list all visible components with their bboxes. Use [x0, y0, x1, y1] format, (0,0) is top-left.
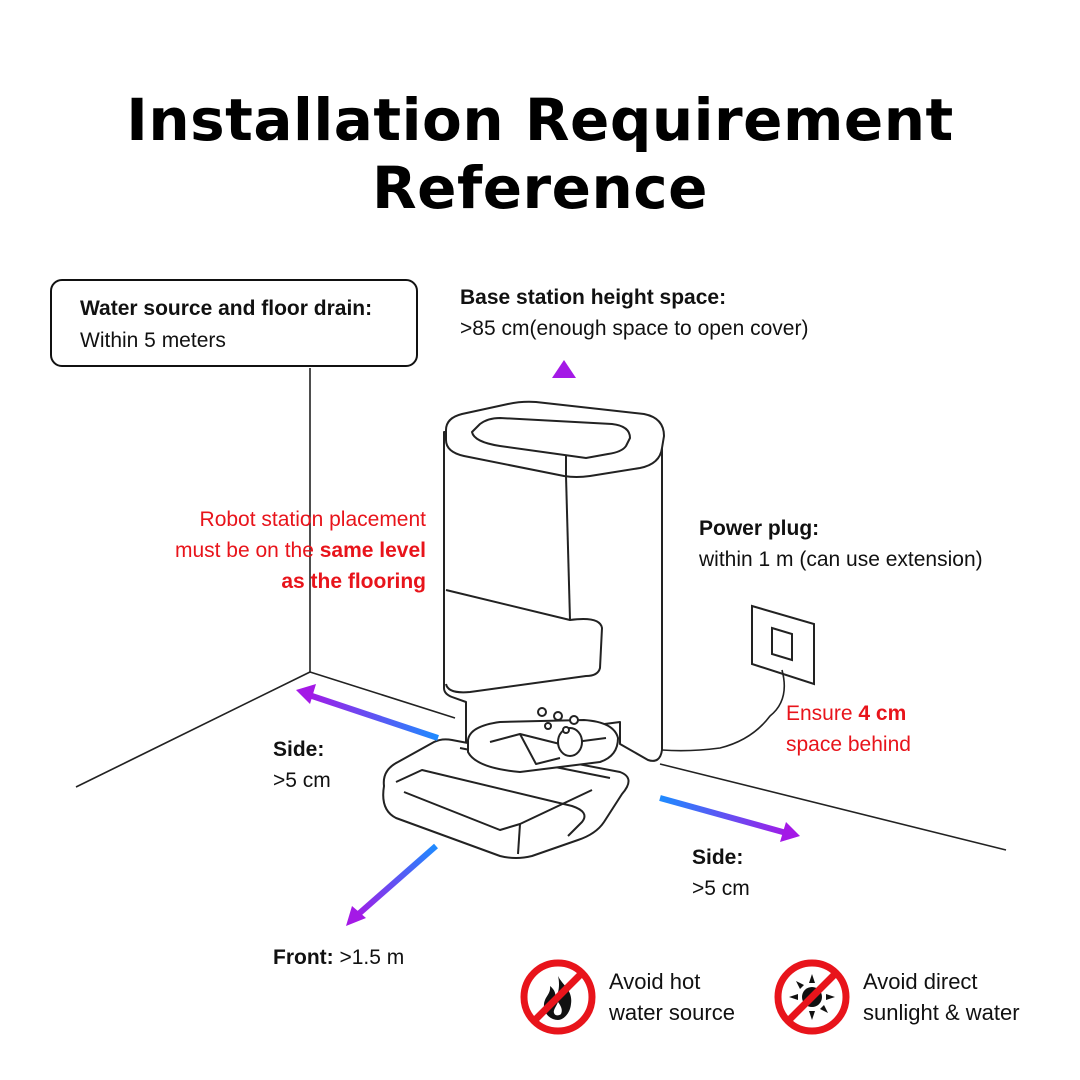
- power-plug-value: within 1 m (can use extension): [699, 548, 983, 571]
- behind-space-bold: 4 cm: [858, 702, 907, 725]
- power-plug-label: Power plug: within 1 m (can use extensio…: [699, 513, 983, 575]
- power-outlet: [661, 604, 815, 752]
- height-arrow: [552, 360, 576, 436]
- water-source-box: Water source and floor drain: Within 5 m…: [50, 279, 418, 367]
- water-source-value: Within 5 meters: [80, 329, 226, 352]
- water-source-heading: Water source and floor drain:: [80, 297, 373, 320]
- side-right-value: >5 cm: [692, 877, 750, 900]
- warning-hot-water: Avoid hot water source: [519, 958, 735, 1036]
- no-fire-icon: [520, 959, 596, 1035]
- height-space-value: >85 cm(enough space to open cover): [460, 317, 809, 340]
- side-right-arrow: [659, 795, 800, 842]
- title-line-2: Reference: [371, 154, 709, 222]
- height-space-heading: Base station height space:: [460, 286, 727, 309]
- behind-space-note: Ensure 4 cm space behind: [786, 698, 911, 760]
- warning-hot-water-line-1: Avoid hot: [609, 969, 701, 994]
- front-arrow: [346, 843, 438, 926]
- warning-sunlight: Avoid direct sunlight & water: [773, 958, 1020, 1036]
- title-line-1: Installation Requirement: [126, 86, 954, 154]
- side-right-heading: Side:: [692, 846, 744, 869]
- no-sun-icon: [774, 959, 850, 1035]
- placement-note-line-2-prefix: must be on the: [174, 539, 320, 562]
- front-heading: Front:: [273, 946, 334, 969]
- placement-note-line-1: Robot station placement: [199, 508, 426, 531]
- side-left-value: >5 cm: [273, 769, 331, 792]
- placement-note: Robot station placement must be on the s…: [100, 504, 426, 597]
- side-left-label: Side: >5 cm: [273, 734, 331, 796]
- side-left-heading: Side:: [273, 738, 325, 761]
- side-left-arrow: [296, 684, 439, 741]
- front-label: Front: >1.5 m: [273, 942, 404, 973]
- behind-space-line-2: space behind: [786, 733, 911, 756]
- placement-note-line-3: as the flooring: [281, 570, 426, 593]
- warning-hot-water-line-2: water source: [609, 1000, 735, 1025]
- front-value: >1.5 m: [333, 946, 405, 969]
- warning-sunlight-text: Avoid direct sunlight & water: [863, 966, 1020, 1028]
- power-plug-heading: Power plug:: [699, 517, 820, 540]
- side-right-label: Side: >5 cm: [692, 842, 750, 904]
- base-station: [443, 400, 665, 762]
- room-corner: [75, 368, 1007, 851]
- placement-note-line-2-bold: same level: [319, 539, 426, 562]
- height-space-label: Base station height space: >85 cm(enough…: [460, 282, 808, 344]
- behind-space-prefix: Ensure: [786, 702, 859, 725]
- warning-sunlight-line-1: Avoid direct: [863, 969, 978, 994]
- docking-tray: [382, 707, 630, 859]
- warning-hot-water-text: Avoid hot water source: [609, 966, 735, 1028]
- warning-sunlight-line-2: sunlight & water: [863, 1000, 1020, 1025]
- page-title: Installation Requirement Reference: [0, 86, 1080, 222]
- placement-note-line-2: must be on the same level: [100, 535, 426, 566]
